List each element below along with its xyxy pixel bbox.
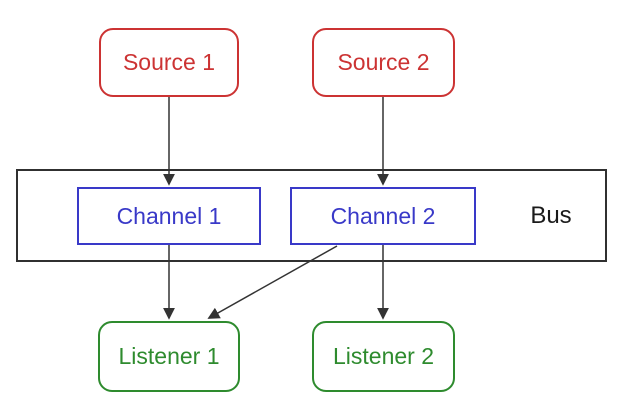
node-channel-1: Channel 1 [77, 187, 261, 245]
bus-label: Bus [501, 187, 601, 245]
node-source-2: Source 2 [312, 28, 455, 97]
node-channel-2: Channel 2 [290, 187, 476, 245]
node-source-1: Source 1 [99, 28, 239, 97]
node-source-2-label: Source 2 [337, 49, 430, 75]
node-listener-2: Listener 2 [312, 321, 455, 392]
node-listener-1-label: Listener 1 [118, 343, 220, 369]
node-listener-1: Listener 1 [98, 321, 240, 392]
node-channel-2-label: Channel 2 [330, 202, 436, 229]
bus-label-text: Bus [530, 202, 572, 229]
node-listener-2-label: Listener 2 [332, 343, 434, 369]
node-source-1-label: Source 1 [122, 49, 216, 75]
node-channel-1-label: Channel 1 [116, 202, 222, 229]
